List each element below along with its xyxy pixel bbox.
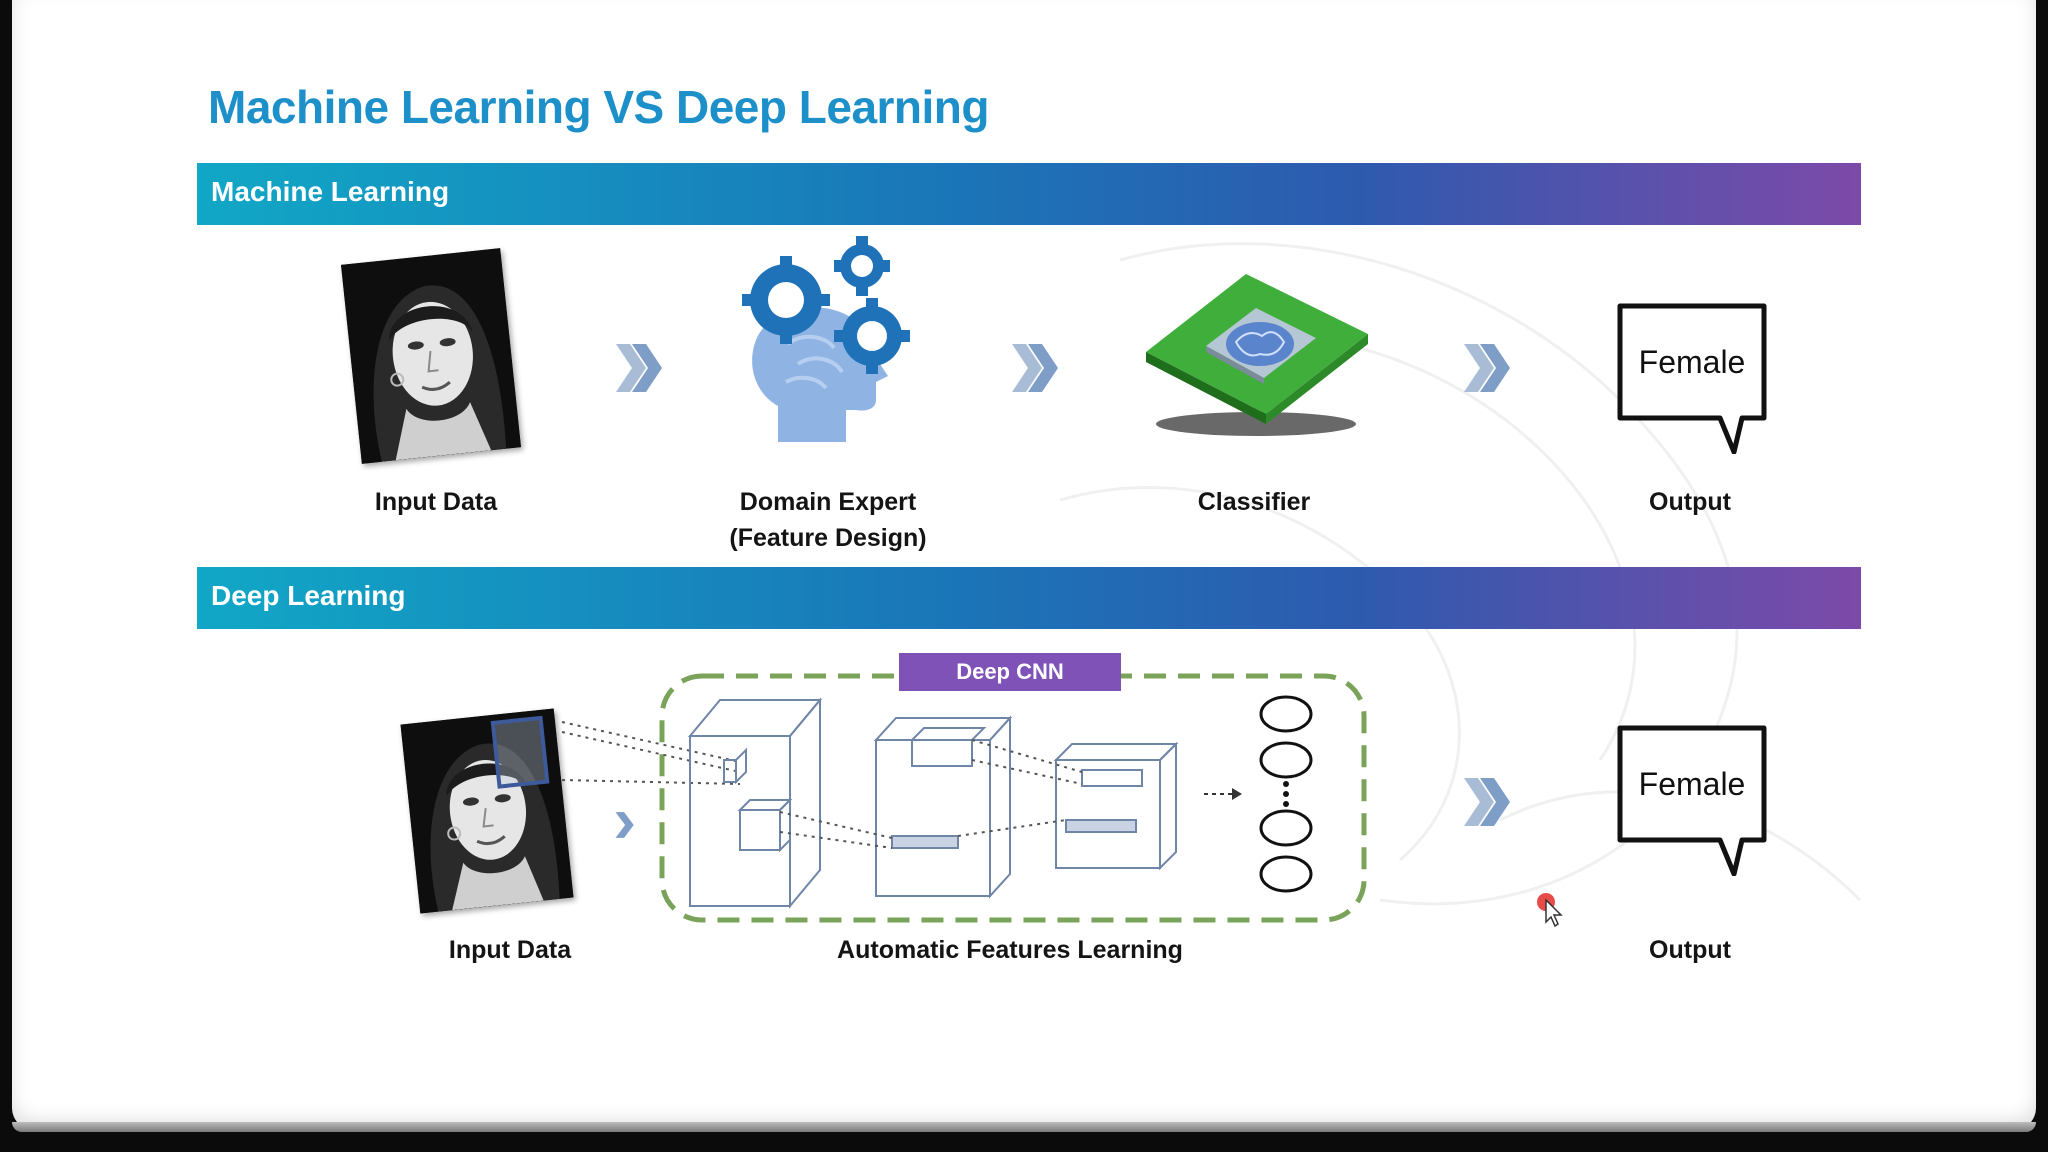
dl-output-label: Output — [1649, 936, 1731, 964]
dl-input-caption: Input Data — [449, 932, 571, 968]
automatic-features-label: Automatic Features Learning — [837, 936, 1183, 964]
deep-learning-band-label: Deep Learning — [211, 580, 406, 611]
machine-learning-band: Machine Learning — [197, 163, 1861, 225]
processor-chip-icon — [1146, 274, 1368, 436]
machine-learning-band-label: Machine Learning — [211, 176, 450, 207]
domain-expert-sublabel: (Feature Design) — [729, 524, 927, 552]
ml-input-label: Input Data — [374, 488, 498, 516]
chevron-right-icon — [616, 344, 662, 392]
chevron-right-icon — [615, 812, 634, 838]
cnn-layers-diagram — [561, 673, 1367, 923]
classifier-caption: Classifier — [1198, 484, 1311, 520]
dl-output-caption: Output — [1649, 932, 1731, 968]
ml-output-label: Output — [1649, 488, 1731, 516]
dl-input-label: Input Data — [448, 936, 572, 964]
ml-output-caption: Output — [1649, 484, 1731, 520]
dl-input-photo — [400, 708, 574, 914]
classifier-label: Classifier — [1197, 488, 1311, 516]
speech-bubble-icon — [1617, 725, 1767, 876]
mouse-pointer-icon — [1537, 893, 1563, 928]
domain-expert-label: Domain Expert — [739, 488, 917, 516]
slide-title: Machine Learning VS Deep Learning — [208, 81, 990, 133]
deep-cnn-label: Deep CNN — [899, 653, 1121, 691]
automatic-features-caption: Automatic Features Learning — [837, 932, 1183, 968]
deep-learning-band: Deep Learning — [197, 567, 1861, 629]
gears-head-icon — [742, 236, 910, 442]
domain-expert-caption: Domain Expert (Feature Design) — [729, 484, 926, 556]
speech-bubble-icon — [1617, 303, 1767, 454]
chevron-right-icon — [1464, 344, 1510, 392]
chevron-right-icon — [1464, 778, 1510, 826]
ml-input-caption: Input Data — [375, 484, 497, 520]
ml-input-photo — [340, 248, 522, 464]
slide-edge — [12, 1122, 2036, 1132]
chevron-right-icon — [1012, 344, 1058, 392]
dl-output-text: Female — [1638, 766, 1746, 802]
ml-output-text: Female — [1638, 344, 1746, 380]
